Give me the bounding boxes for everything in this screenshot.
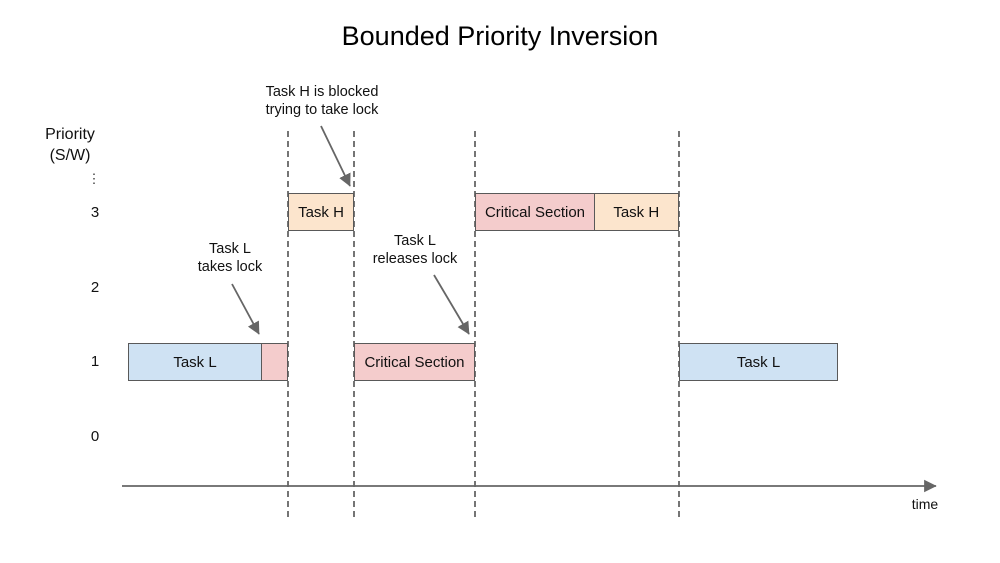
task-l-releases-lock-note: Task L releases lock: [372, 233, 458, 267]
task-h-running-2-box-label: Task H: [613, 203, 660, 221]
y-axis-label-line2: (S/W): [49, 147, 91, 164]
priority-tick-3: 3: [90, 204, 100, 221]
task-l-running-2-box: Task L: [679, 343, 838, 381]
critical-section-high-box: Critical Section: [475, 193, 595, 231]
priority-tick-2: 2: [90, 279, 100, 296]
priority-tick-0: 0: [90, 428, 100, 445]
y-axis-label-line1: Priority: [45, 126, 95, 143]
x-axis-label: time: [911, 496, 939, 512]
task-l-running-2-box-label: Task L: [736, 353, 781, 371]
task-l-takes-lock-note-arrow: [231, 283, 260, 335]
task-l-lock-taken-segment: [261, 343, 288, 381]
task-l-releases-lock-note-arrow: [433, 274, 470, 335]
priority-tick-1: 1: [90, 353, 100, 370]
y-axis-ellipsis: ⋮: [87, 171, 101, 186]
critical-section-high-box-label: Critical Section: [484, 203, 586, 221]
task-h-running-2-box: Task H: [593, 193, 679, 231]
task-h-blocked-note-arrow: [320, 125, 351, 187]
task-h-blocked-note: Task H is blocked trying to take lock: [265, 84, 379, 118]
critical-section-low-box-label: Critical Section: [364, 353, 465, 371]
task-l-running-1-box-label: Task L: [173, 353, 217, 371]
task-h-running-1-box: Task H: [288, 193, 354, 231]
task-h-running-1-box-label: Task H: [298, 203, 344, 221]
y-axis-label: Priority (S/W): [28, 124, 112, 166]
task-l-takes-lock-note: Task L takes lock: [197, 241, 263, 275]
critical-section-low-box: Critical Section: [354, 343, 475, 381]
task-l-running-1-box: Task L: [128, 343, 262, 381]
diagram-title: Bounded Priority Inversion: [341, 21, 659, 51]
